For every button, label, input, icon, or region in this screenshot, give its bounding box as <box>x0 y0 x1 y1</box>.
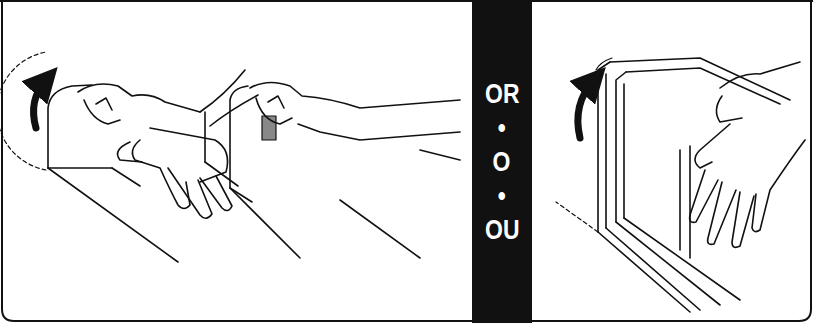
frame-box <box>556 58 790 312</box>
separator-band: OR•O•OU <box>472 0 532 323</box>
alternative-label: OR <box>485 77 519 111</box>
box-flap-open <box>0 52 238 262</box>
frame-top <box>0 0 813 2</box>
alternative-label: • <box>498 111 506 145</box>
hand <box>250 82 460 140</box>
alternative-label: O <box>493 145 511 179</box>
box-flap-closed <box>230 86 460 258</box>
hand <box>690 62 805 247</box>
alternative-label: • <box>498 179 506 213</box>
hand <box>78 70 258 218</box>
alternative-label: OU <box>485 213 519 247</box>
